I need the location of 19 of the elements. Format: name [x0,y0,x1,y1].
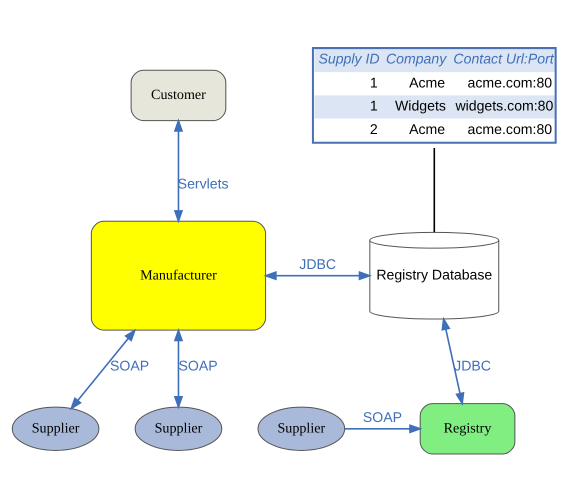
edge-label: SOAP [178,358,218,374]
arrow [174,328,184,410]
node-ellipse: Supplier [134,406,222,451]
arrow [70,328,136,410]
arrow [263,271,372,280]
node-box: Manufacturer [90,220,266,331]
arrow [441,316,464,406]
connector [434,148,436,232]
node-ellipse: Supplier [258,406,346,451]
node-box: Registry [420,403,516,454]
node-ellipse: Supplier [12,406,100,451]
node-box: Customer [130,70,226,122]
edge-label: SOAP [110,358,150,374]
edge-label: SOAP [362,408,402,425]
edge-label: Servlets [178,175,229,192]
arrow [345,424,422,434]
arrow [174,118,184,224]
edge-label: JDBC [299,256,336,272]
edge-label: JDBC [454,358,491,374]
